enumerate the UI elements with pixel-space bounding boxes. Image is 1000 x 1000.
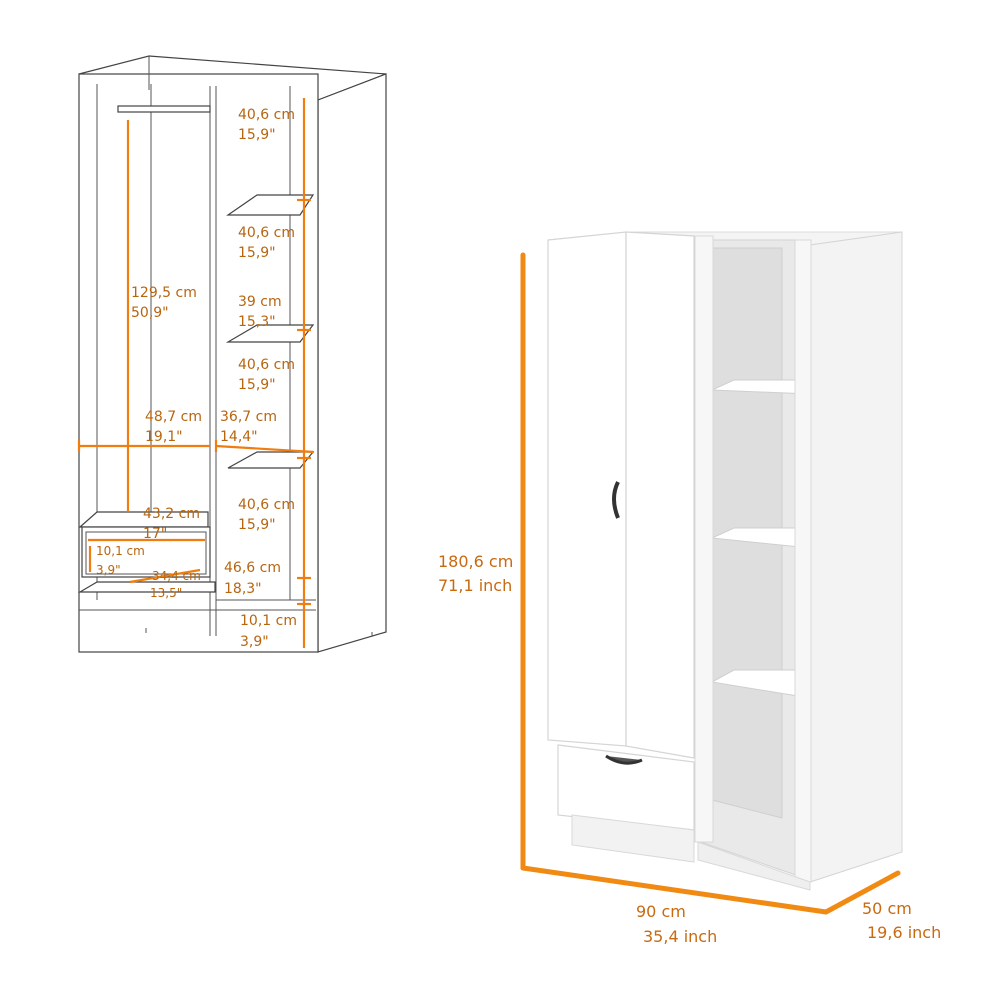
hanging-width-cm: 48,7 cm (145, 409, 202, 425)
hanging-height-inch: 50,9" (131, 305, 169, 321)
compartment-4-inch: 15,9" (238, 377, 276, 393)
drawer-height-inch: 3,9" (96, 563, 121, 577)
line-drawing: 40,6 cm 15,9" 40,6 cm 15,9" 39 cm 15,3" … (77, 55, 387, 653)
plinth-cm: 10,1 cm (240, 613, 297, 629)
compartment-6-cm: 46,6 cm (224, 560, 281, 576)
compartment-4-cm: 40,6 cm (238, 357, 295, 373)
shelf-width-line (215, 444, 315, 454)
depth-line (823, 870, 901, 915)
product-render: 180,6 cm 71,1 inch 90 cm 35,4 inch 50 cm… (438, 231, 941, 946)
plinth-inch: 3,9" (240, 634, 269, 650)
drawer-height-cm: 10,1 cm (96, 544, 145, 558)
width-line (520, 865, 829, 915)
hanging-rod (117, 105, 211, 113)
drawer-width-cm: 43,2 cm (143, 506, 200, 522)
drawer-depth-line (129, 568, 201, 584)
right-door (625, 231, 695, 759)
hanging-height-cm: 129,5 cm (131, 285, 197, 301)
compartment-5-cm: 40,6 cm (238, 497, 295, 513)
compartment-2-cm: 40,6 cm (238, 225, 295, 241)
drawer-width-inch: 17" (143, 526, 167, 542)
compartment-5-inch: 15,9" (238, 517, 276, 533)
compartment-3-cm: 39 cm (238, 294, 282, 310)
drawer (81, 526, 211, 578)
height-inch: 71,1 inch (438, 576, 512, 595)
shelf-width-inch: 14,4" (220, 429, 258, 445)
height-cm: 180,6 cm (438, 552, 513, 571)
drawer-depth-inch: 13,5" (150, 586, 182, 600)
compartment-1-inch: 15,9" (238, 127, 276, 143)
depth-cm: 50 cm (862, 899, 912, 918)
hanging-width-inch: 19,1" (145, 429, 183, 445)
compartment-1-cm: 40,6 cm (238, 107, 295, 123)
shelf-2 (225, 324, 315, 343)
depth-inch: 19,6 inch (867, 923, 941, 942)
compartment-3-inch: 15,3" (238, 314, 276, 330)
drawer-depth-cm: 34,4 cm (152, 569, 201, 583)
drawer-handle (605, 754, 643, 765)
width-cm: 90 cm (636, 902, 686, 921)
shelf-width-cm: 36,7 cm (220, 409, 277, 425)
shelf-1 (226, 194, 315, 216)
door-handle (612, 481, 620, 519)
compartment-2-inch: 15,9" (238, 245, 276, 261)
width-inch: 35,4 inch (643, 927, 717, 946)
compartment-6-inch: 18,3" (224, 581, 262, 597)
bottom-panel (77, 581, 216, 593)
